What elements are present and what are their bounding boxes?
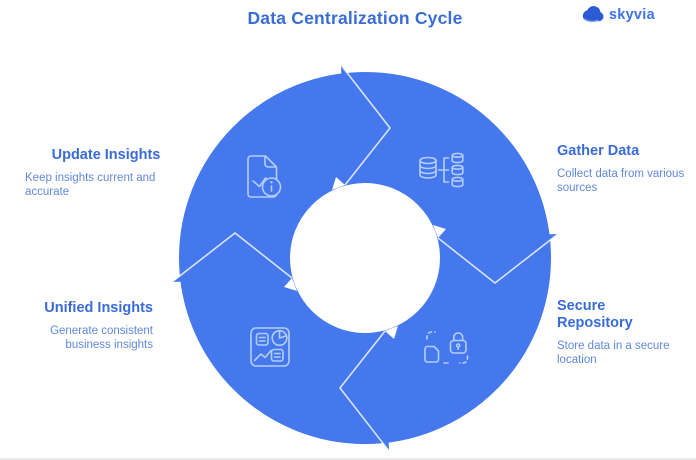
step-title: Gather Data (557, 143, 640, 159)
logo-text: skyvia (608, 7, 655, 23)
report-info-icon (247, 155, 282, 198)
step-title: Unified Insights (44, 300, 153, 316)
step-description: Generate consistent business insights (50, 325, 153, 351)
step-description: Store data in a secure location (557, 340, 670, 366)
databases-icon (419, 152, 464, 188)
page-title: Data Centralization Cycle (247, 8, 463, 28)
skyvia-logo: skyvia (581, 6, 655, 24)
dashboard-icon (250, 327, 290, 367)
step-gather-data: Gather Data Collect data from various so… (557, 143, 695, 195)
cycle-arrow-bottom (338, 326, 398, 452)
cycle-arrow-left (171, 231, 297, 291)
lock-document-icon (424, 331, 469, 364)
step-title: Secure Repository (557, 298, 633, 331)
step-update-insights: Update Insights Keep insights current an… (25, 147, 187, 199)
step-description: Keep insights current and accurate (25, 172, 156, 198)
cloud-icon (582, 6, 604, 23)
cycle-arrow-top (332, 64, 392, 190)
step-unified-insights: Unified Insights Generate consistent bus… (37, 300, 153, 352)
cycle-arrow-right (433, 225, 559, 285)
step-description: Collect data from various sources (557, 168, 685, 194)
step-title: Update Insights (51, 147, 161, 163)
step-secure-repository: Secure Repository Store data in a secure… (557, 298, 683, 367)
